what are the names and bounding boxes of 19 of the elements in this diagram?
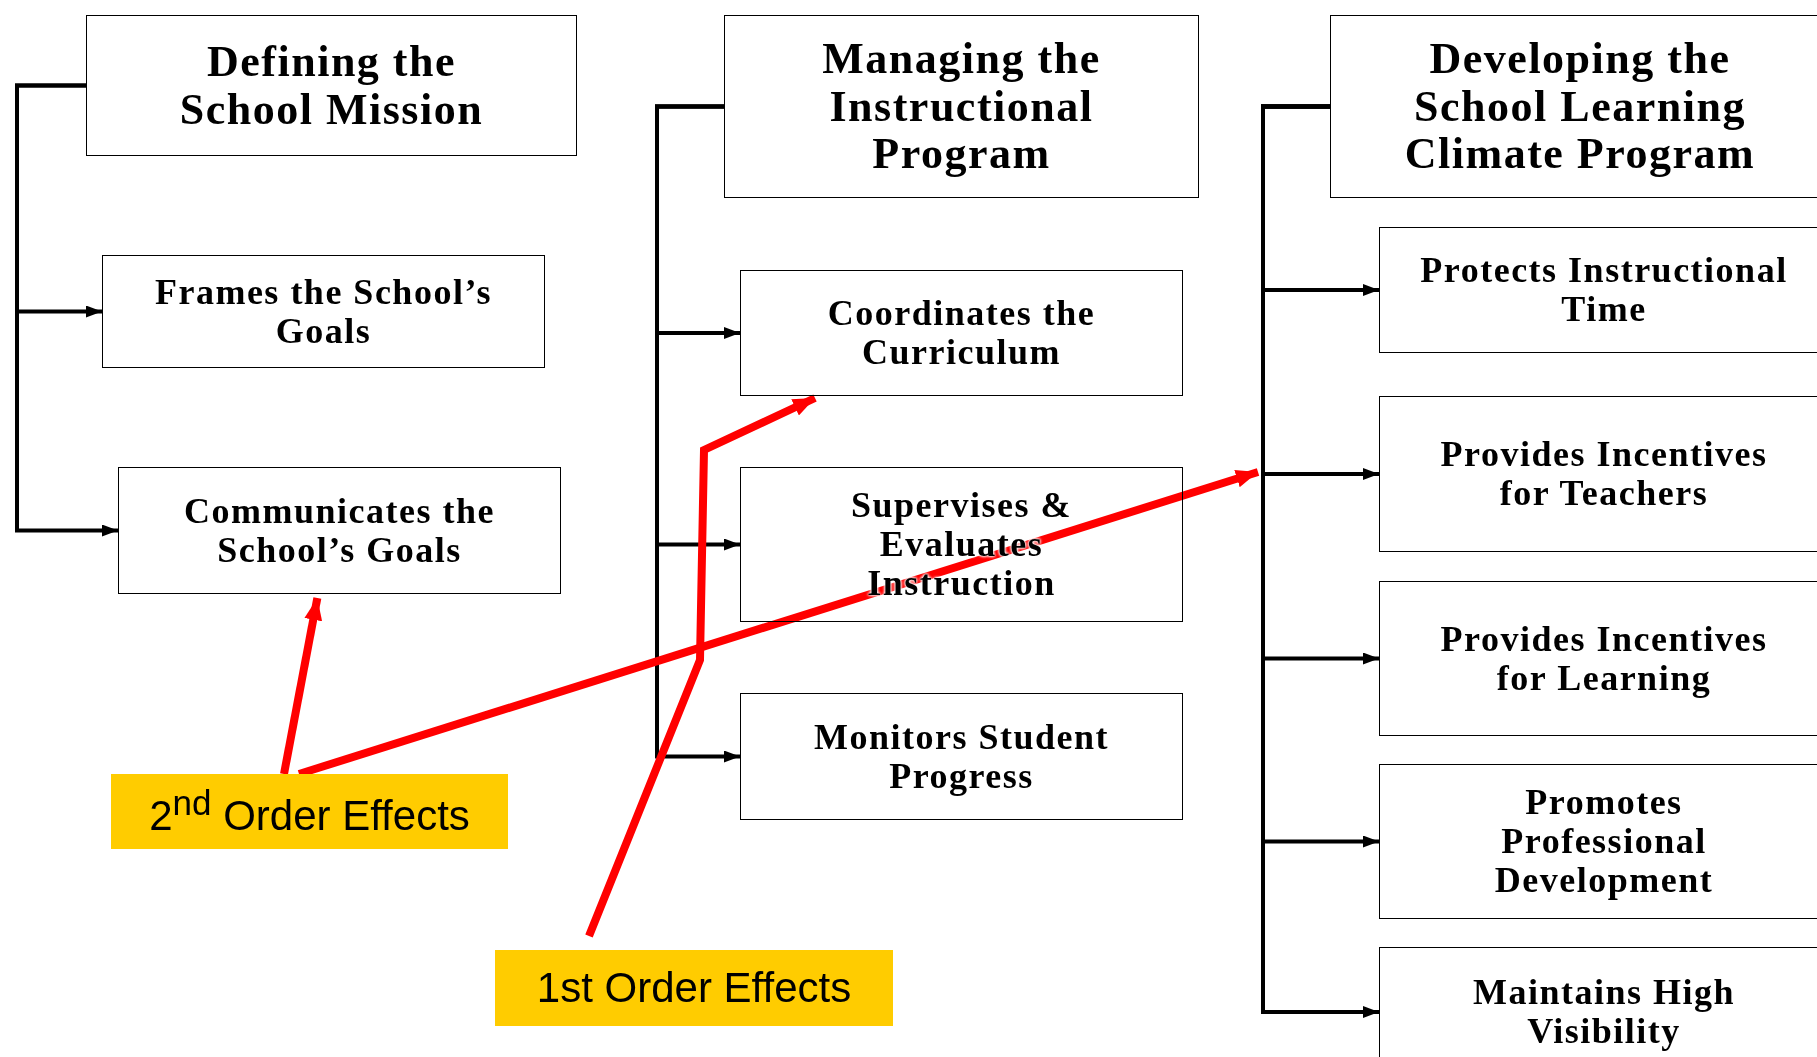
highlight-arrow — [585, 394, 817, 938]
function-box: Promotes Professional Development — [1379, 764, 1817, 919]
function-box: Monitors Student Progress — [740, 693, 1183, 820]
function-box: Protects Instructional Time — [1379, 227, 1817, 353]
connector-arrow — [15, 83, 118, 537]
function-box: Provides Incentives for Teachers — [1379, 396, 1817, 552]
heading-box: Managing the Instructional Program — [724, 15, 1199, 198]
function-box: Communicates the School’s Goals — [118, 467, 561, 594]
function-box: Frames the School’s Goals — [102, 255, 545, 368]
heading-box: Developing the School Learning Climate Program — [1330, 15, 1817, 198]
function-box: Provides Incentives for Learning — [1379, 581, 1817, 736]
heading-box: Defining the School Mission — [86, 15, 577, 156]
highlight-arrow — [280, 597, 323, 775]
function-box: Coordinates the Curriculum — [740, 270, 1183, 396]
highlight-label: 1st Order Effects — [495, 950, 893, 1026]
connector-arrow — [1261, 104, 1379, 1018]
connector-arrow — [655, 104, 740, 763]
highlight-label: 2$^{nd}$ Order Effects — [111, 774, 508, 849]
function-box: Maintains High Visibility — [1379, 947, 1817, 1057]
